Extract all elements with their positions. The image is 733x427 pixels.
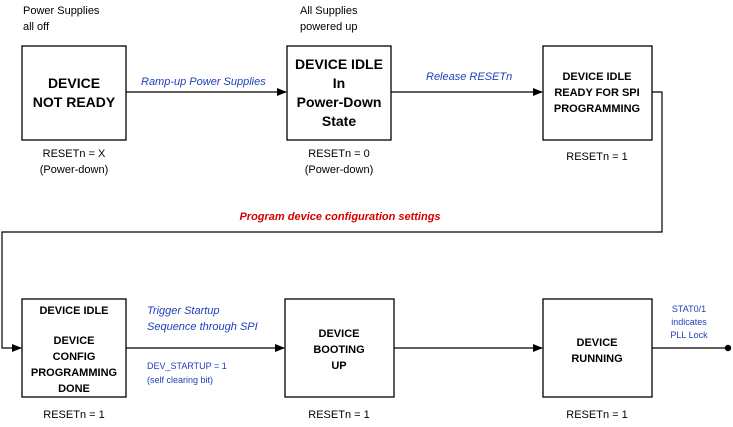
state-config-done-label-3: CONFIG: [53, 351, 96, 363]
state-booting-reset-status: RESETn = 1: [308, 409, 369, 421]
state-booting-label-1: DEVICE: [319, 328, 360, 340]
pll-lock-note-line-1: STAT0/1: [672, 304, 706, 314]
state-booting-label-2: BOOTING: [313, 344, 364, 356]
state-config-done-label-4: PROGRAMMING: [31, 367, 117, 379]
state-ready-spi-label-3: PROGRAMMING: [554, 103, 640, 115]
state-running-label-1: DEVICE: [577, 337, 618, 349]
state-idle-pd-label-4: State: [322, 113, 356, 129]
state-idle-pd-label-2: In: [333, 75, 345, 91]
state-idle-config-done: DEVICE IDLE DEVICE CONFIG PROGRAMMING DO…: [21, 298, 127, 398]
state-idle-pd-reset-status: RESETn = 0: [308, 148, 369, 160]
state-config-done-label-5: DONE: [58, 383, 90, 395]
supplies-up-note-line-1: All Supplies: [300, 5, 358, 17]
arrow-program-config: [1, 91, 663, 352]
state-ready-spi-reset-status: RESETn = 1: [566, 151, 627, 163]
pll-lock-note-line-2: indicates: [671, 317, 707, 327]
supplies-off-note-line-2: all off: [23, 21, 50, 33]
pll-lock-output-dot: [724, 344, 732, 352]
transition-ramp-up-label: Ramp-up Power Supplies: [141, 76, 266, 88]
state-config-done-label-2: DEVICE: [54, 335, 95, 347]
transition-dev-startup-line-1: DEV_STARTUP = 1: [147, 361, 227, 371]
state-booting-label-3: UP: [331, 360, 346, 372]
state-running-reset-status: RESETn = 1: [566, 409, 627, 421]
transition-trigger-startup-line-1: Trigger Startup: [147, 305, 220, 317]
state-ready-spi-label-1: DEVICE IDLE: [562, 71, 631, 83]
state-running-label-2: RUNNING: [571, 353, 622, 365]
state-booting-up: DEVICE BOOTING UP: [284, 298, 395, 398]
state-idle-pd-power-status: (Power-down): [305, 164, 373, 176]
state-idle-pd-label-1: DEVICE IDLE: [295, 56, 383, 72]
transition-dev-startup-line-2: (self clearing bit): [147, 375, 213, 385]
state-device-not-ready: DEVICE NOT READY: [21, 45, 127, 141]
state-idle-power-down: DEVICE IDLE In Power-Down State: [286, 45, 392, 141]
pll-lock-note-line-3: PLL Lock: [670, 330, 708, 340]
supplies-up-note-line-2: powered up: [300, 21, 358, 33]
state-config-done-label-1: DEVICE IDLE: [39, 305, 108, 317]
state-not-ready-label-2: NOT READY: [33, 94, 116, 110]
transition-release-reset-label: Release RESETn: [426, 71, 512, 83]
state-not-ready-label-1: DEVICE: [48, 75, 100, 91]
supplies-off-note-line-1: Power Supplies: [23, 5, 100, 17]
state-idle-pd-label-3: Power-Down: [297, 94, 382, 110]
state-ready-spi-label-2: READY FOR SPI: [554, 87, 639, 99]
state-not-ready-power-status: (Power-down): [40, 164, 108, 176]
state-config-done-reset-status: RESETn = 1: [43, 409, 104, 421]
transition-trigger-startup-line-2: Sequence through SPI: [147, 321, 258, 333]
transition-program-config-label: Program device configuration settings: [239, 211, 440, 223]
state-idle-ready-spi: DEVICE IDLE READY FOR SPI PROGRAMMING: [542, 45, 653, 141]
state-not-ready-reset-status: RESETn = X: [43, 148, 106, 160]
state-running: DEVICE RUNNING: [542, 298, 653, 398]
